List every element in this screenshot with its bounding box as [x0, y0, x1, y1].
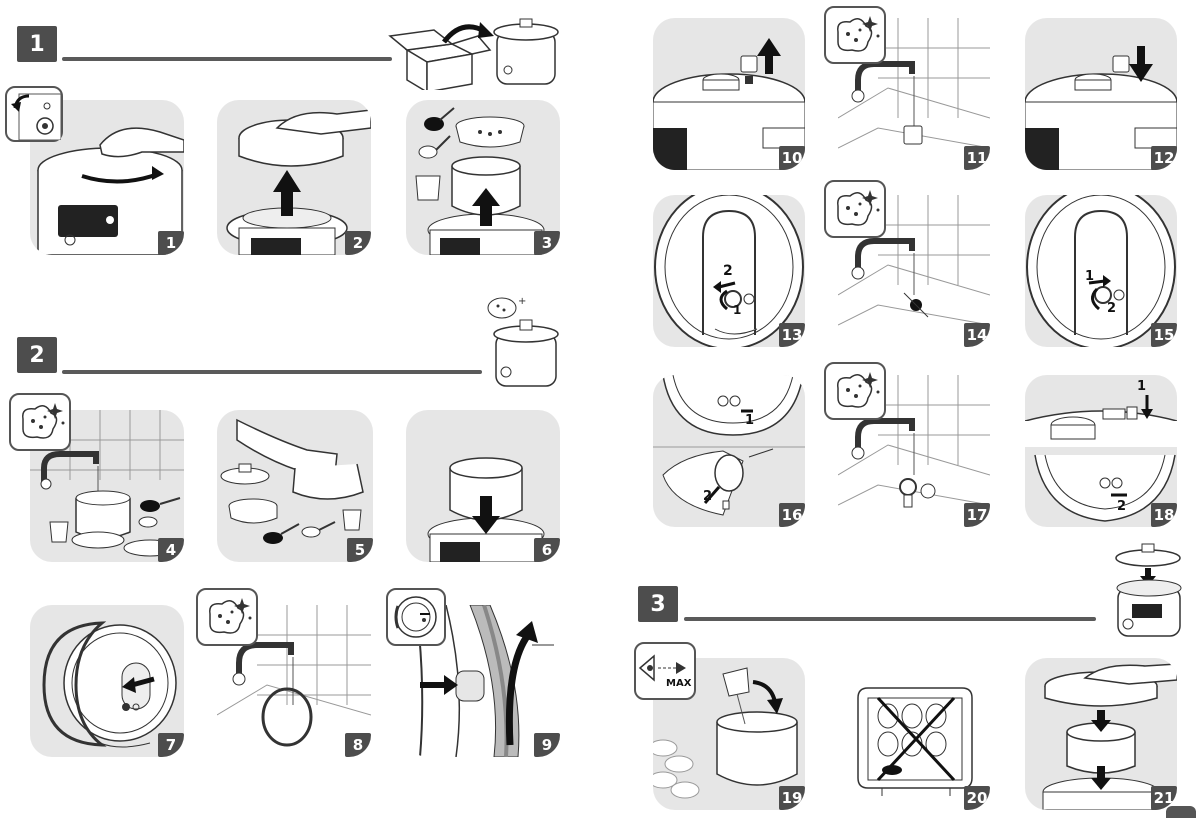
step-11-cleaning-badge [824, 6, 886, 64]
step-number: 7 [158, 733, 184, 757]
wash-valve-cap-illustration [838, 18, 990, 149]
dry-parts-illustration [220, 418, 364, 544]
step-number: 17 [964, 503, 990, 527]
page-corner-tab [1166, 806, 1196, 818]
callout-1: 1 [733, 303, 742, 317]
step-10-panel: 10 [653, 18, 805, 170]
unscrew-float-valve-illustration [654, 195, 804, 347]
callout-1: 1 [1085, 269, 1095, 284]
step-number: 2 [345, 231, 371, 255]
sponge-sparkle-icon [209, 598, 252, 634]
do-not-overfill-illustration [857, 687, 973, 796]
step-21-panel: 21 [1025, 658, 1177, 810]
add-water-illustration [653, 667, 798, 799]
svg-text:+: + [518, 296, 526, 307]
callout-2: 2 [723, 263, 733, 279]
section-3-divider [684, 617, 1096, 621]
section-1-number: 1 [17, 26, 57, 62]
step-15-panel: 1 2 15 [1025, 195, 1177, 347]
remove-inner-pot-illustration [415, 107, 545, 255]
refit-valves-illustration [1025, 395, 1177, 522]
step-number: 20 [964, 786, 990, 810]
valve-rotate-icon [11, 93, 61, 140]
step-number: 6 [534, 538, 560, 562]
step-number: 11 [964, 146, 990, 170]
step-number: 5 [347, 538, 373, 562]
callout-2: 2 [1117, 499, 1127, 514]
turn-lid-illustration [37, 127, 184, 255]
callout-2: 2 [1107, 301, 1117, 316]
step-number: 13 [779, 323, 805, 347]
step-20-panel: 20 [838, 658, 990, 810]
max-label: MAX [666, 678, 692, 689]
step-number: 15 [1151, 323, 1177, 347]
step-number: 14 [964, 323, 990, 347]
step-5-panel: 5 [217, 410, 373, 562]
step-18-panel: 1 2 18 [1025, 375, 1177, 527]
refit-gasket-illustration [415, 605, 554, 757]
step-number: 12 [1151, 146, 1177, 170]
insert-inner-pot-illustration [427, 457, 545, 562]
gasket-position-icon [394, 596, 437, 638]
remove-anti-block-illustration [653, 375, 805, 516]
remove-valve-cap-illustration [653, 38, 805, 170]
step-17-cleaning-badge [824, 362, 886, 420]
step-2-panel: 2 [217, 100, 371, 255]
step-number: 8 [345, 733, 371, 757]
step-3-panel: 3 [406, 100, 560, 255]
section-3-number: 3 [638, 586, 678, 622]
close-lid-illustration [1042, 663, 1177, 810]
section-2-number: 2 [17, 337, 57, 373]
lift-lid-illustration [226, 109, 371, 255]
step-8-panel: 8 [217, 605, 371, 757]
step-number: 10 [779, 146, 805, 170]
step-number: 18 [1151, 503, 1177, 527]
step-1-inset-badge [5, 86, 63, 142]
step-number: 19 [779, 786, 805, 810]
step-9-gasket-badge [386, 588, 446, 646]
step-number: 1 [158, 231, 184, 255]
screw-float-valve-illustration [1026, 195, 1176, 347]
eye-max-level-icon [638, 654, 686, 682]
step-4-cleaning-badge [9, 393, 71, 451]
step-7-panel: 7 [30, 605, 184, 757]
callout-2: 2 [703, 489, 713, 504]
step-12-panel: 12 [1025, 18, 1177, 170]
sponge-sparkle-icon [837, 16, 880, 52]
step-19-panel: 19 [653, 658, 805, 810]
sponge-sparkle-icon [22, 403, 65, 439]
step-6-panel: 6 [406, 410, 560, 562]
callout-1: 1 [1137, 379, 1147, 394]
step-16-panel: 1 2 16 [653, 375, 805, 527]
wash-anti-block-illustration [838, 375, 990, 508]
step-number: 9 [534, 733, 560, 757]
wash-gasket-illustration [217, 605, 371, 747]
step-13-panel: 2 1 13 [653, 195, 805, 347]
step-number: 4 [158, 538, 184, 562]
wash-float-valve-illustration [838, 195, 990, 326]
remove-gasket-illustration [42, 621, 177, 748]
section-2-divider [62, 370, 482, 374]
step-number: 3 [534, 231, 560, 255]
sponge-sparkle-icon [837, 190, 880, 226]
assemble-cooker-illustration [1115, 543, 1182, 637]
step-11-panel: 11 [838, 18, 990, 170]
sponge-sparkle-icon [837, 372, 880, 408]
section-1-divider [62, 57, 392, 61]
step-14-cleaning-badge [824, 180, 886, 238]
step-number: 16 [779, 503, 805, 527]
callout-1: 1 [745, 413, 755, 428]
unbox-cooker-illustration [388, 18, 559, 90]
cleaning-cooker-illustration: + [487, 296, 559, 387]
step-19-max-badge: MAX [634, 642, 696, 700]
step-8-cleaning-badge [196, 588, 258, 646]
step-1-panel: 1 [30, 100, 184, 255]
